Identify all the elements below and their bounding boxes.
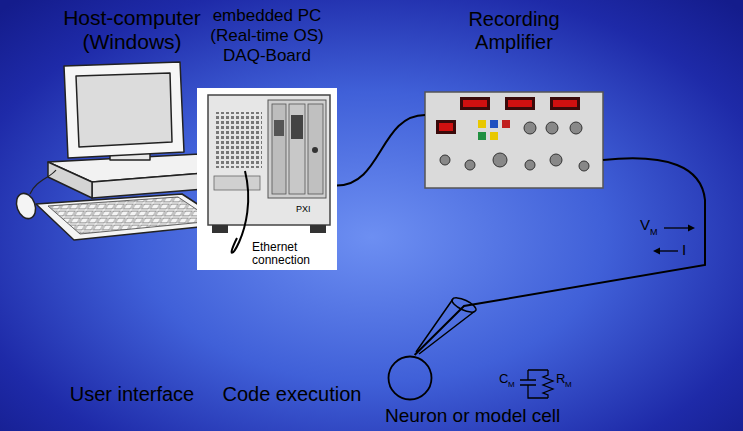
text-box: Neuron or model cell (385, 405, 560, 427)
node-heading: Host-computer (Windows) (22, 6, 242, 54)
text-box: I (682, 241, 686, 258)
node-heading: Recording Amplifier (444, 8, 584, 54)
text-box: R (556, 371, 565, 386)
text-box: User interface (32, 383, 232, 406)
text-box: Host-computer (Windows) (22, 6, 242, 54)
cable-connector (337, 115, 425, 186)
amplifier-photo (425, 92, 603, 188)
component-name: R (556, 371, 565, 386)
text-box: V (640, 216, 650, 233)
logo-text: PXI (296, 204, 311, 214)
text-box: Recording Amplifier (444, 8, 584, 54)
signal-arrows (653, 225, 695, 255)
node-caption: User interface (32, 383, 232, 406)
node-caption: Neuron or model cell (385, 405, 560, 427)
node-caption: Code execution (207, 383, 377, 406)
text-box: Ethernet connection (250, 240, 330, 268)
text-box: C (499, 371, 508, 386)
cell-circle (389, 357, 432, 400)
signal-name: I (682, 241, 686, 258)
text-box: M (650, 227, 658, 237)
node-heading: embedded PC (Real-time OS) DAQ-Board (192, 6, 342, 66)
subscript: M (565, 380, 572, 389)
embedded-pc: embedded PC (Real-time OS) DAQ-BoardCode… (197, 88, 337, 238)
cable-connector (232, 171, 249, 253)
text-box: embedded PC (Real-time OS) DAQ-Board (192, 6, 342, 66)
text-box: Code execution (207, 383, 377, 406)
pxi-chassis-photo (197, 88, 337, 270)
cable-connector (415, 158, 705, 355)
subscript: M (650, 227, 658, 237)
host-computer: Host-computer (Windows)User interface (20, 60, 245, 245)
subscript: M (508, 380, 515, 389)
text-box: PXI (296, 204, 311, 214)
text-box: M (508, 380, 515, 389)
component-name: C (499, 371, 508, 386)
recording-amplifier: Recording Amplifier (425, 90, 603, 190)
signal-name: V (640, 216, 650, 233)
neuron-cell: Neuron or model cell (387, 355, 433, 401)
text-box: M (565, 380, 572, 389)
cell-outline (387, 355, 433, 401)
edge-label: Ethernet connection (250, 240, 330, 268)
rc-circuit-symbol (520, 370, 553, 398)
